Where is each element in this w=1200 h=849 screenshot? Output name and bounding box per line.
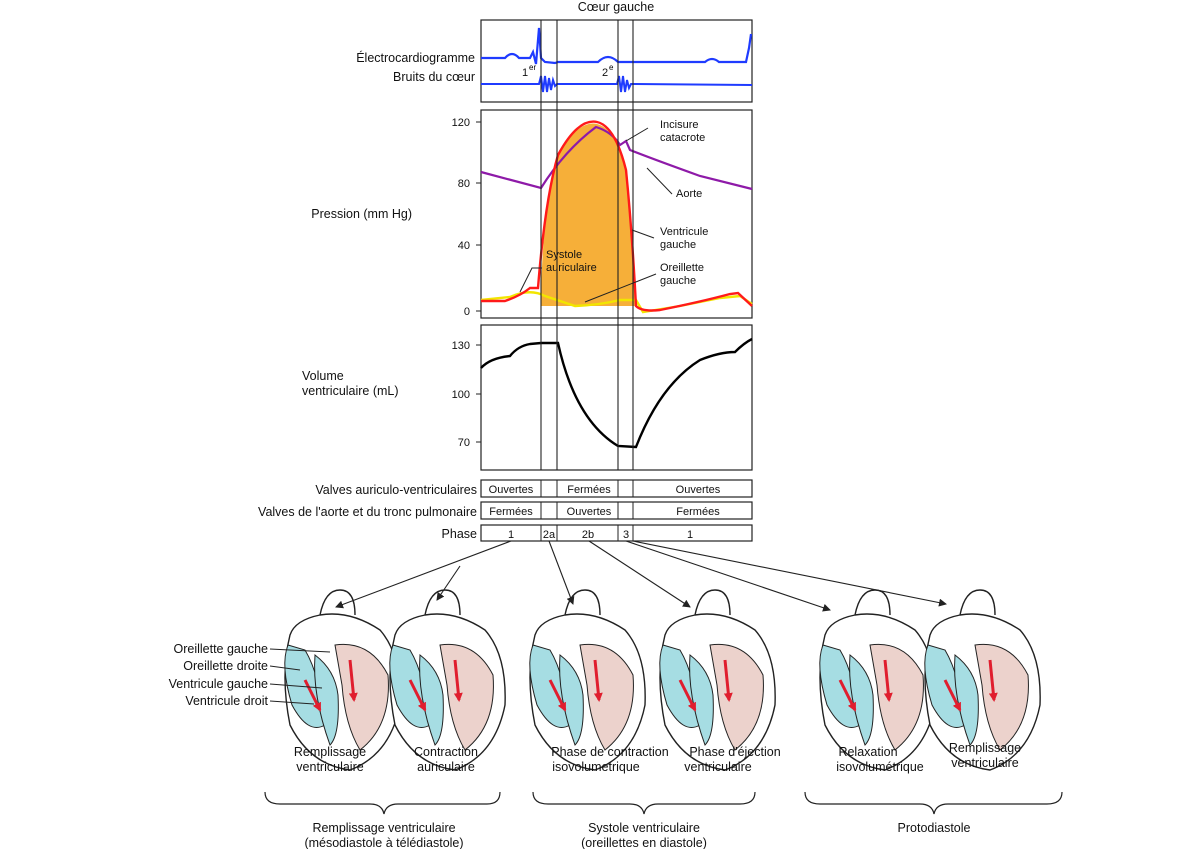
caption-5-line2: isovolumétrique [836,760,924,774]
av-valves-label: Valves auriculo-ventriculaires [315,483,477,497]
caption-5-line1: Relaxation [838,745,897,759]
phase-to-heart-arrows [335,540,947,612]
caption-4-line2: ventriculaire [684,760,751,774]
svg-text:100: 100 [452,389,470,401]
heart-4 [660,590,775,770]
label-ventricule-droit: Ventricule droit [185,694,268,708]
svg-text:130: 130 [452,340,470,352]
pressure-panel: Pression (mm Hg) 120 80 40 0 Incisure ca… [311,109,753,319]
volume-tick-100: 100 [452,389,481,401]
heart-5 [820,590,935,770]
svg-text:120: 120 [452,117,470,129]
ventricle-pointer [631,229,655,239]
pressure-tick-80: 80 [458,178,481,190]
heart-sound-trace [481,75,753,93]
phase-2b: 2b [582,529,594,541]
phase-3: 3 [623,529,629,541]
pressure-frame [480,109,753,319]
heart-1 [284,589,401,771]
pressure-tick-0: 0 [464,306,481,318]
atrium-pointer [584,273,657,303]
chamber-labels: Oreillette gauche Oreillette droite Vent… [169,642,331,708]
av-state-3: Ouvertes [676,484,721,496]
sound2-number: 2 [602,67,608,79]
ventricle-pressure-curve [481,120,753,312]
volume-curve [480,337,753,449]
annot-og-2: gauche [660,275,696,287]
volume-label-1: Volume [302,369,344,383]
svg-text:40: 40 [458,240,470,252]
av-state-1: Ouvertes [489,484,534,496]
annot-og-1: Oreillette [660,262,704,274]
volume-tick-130: 130 [452,340,481,352]
sl-state-1: Fermées [489,506,533,518]
annot-incisure-2: catacrote [660,132,705,144]
annot-aorte: Aorte [676,188,702,200]
caption-1-line2: ventriculaire [296,760,363,774]
group-3: Protodiastole [898,821,971,835]
aorta-pointer [646,167,673,195]
sound2-sup: e [609,63,614,72]
phase-label: Phase [442,527,477,541]
incisure-pointer [625,127,649,142]
caption-4-line1: Phase d'éjection [689,745,780,759]
caption-2-line1: Contraction [414,745,478,759]
heart-sounds-label: Bruits du cœur [393,70,475,84]
caption-1-line1: Remplissage [294,745,366,759]
chart-title: Cœur gauche [578,0,654,14]
pressure-label: Pression (mm Hg) [311,207,412,221]
label-oreillette-droite: Oreillette droite [183,659,268,673]
volume-frame [480,324,753,471]
annot-vg-2: gauche [660,239,696,251]
group-braces [264,791,1063,815]
heart-captions: Remplissage ventriculaire Contraction au… [294,741,1021,774]
annot-sa-1: Systole [546,249,582,261]
sound1-sup: er [529,63,536,72]
ecg-frame [480,19,753,103]
group-2-line1: Systole ventriculaire [588,821,700,835]
ecg-label: Électrocardiogramme [356,50,475,65]
caption-6-line2: ventriculaire [951,756,1018,770]
pressure-tick-120: 120 [452,117,481,129]
caption-3-line2: isovolumetrique [552,760,640,774]
phase-1-end: 1 [687,529,693,541]
sl-valves-label: Valves de l'aorte et du tronc pulmonaire [258,505,477,519]
annot-sa-2: auriculaire [546,262,597,274]
sound1-number: 1 [522,67,528,79]
ecg-panel: Électrocardiogramme Bruits du cœur 1 er … [356,19,753,103]
atrial-systole-pointer [519,267,542,293]
group-1-line1: Remplissage ventriculaire [312,821,455,835]
ecg-trace [481,27,753,65]
group-1-line2: (mésodiastole à télédiastole) [304,836,463,849]
volume-tick-70: 70 [458,437,481,449]
svg-text:0: 0 [464,306,470,318]
sl-state-3: Fermées [676,506,720,518]
valves-table: Valves auriculo-ventriculaires Ouvertes … [258,479,753,542]
caption-3-line1: Phase de contraction [551,745,668,759]
label-ventricule-gauche: Ventricule gauche [169,677,268,691]
heart-2 [390,590,505,770]
pressure-tick-40: 40 [458,240,481,252]
ventricle-pressure-fill [541,123,636,306]
sl-state-2: Ouvertes [567,506,612,518]
annot-vg-1: Ventricule [660,226,708,238]
heart-3 [530,590,645,770]
volume-label-2: ventriculaire (mL) [302,384,399,398]
group-2-line2: (oreillettes en diastole) [581,836,707,849]
phase-1: 1 [508,529,514,541]
caption-2-line2: auriculaire [417,760,475,774]
phase-2a: 2a [543,529,556,541]
caption-6-line1: Remplissage [949,741,1021,755]
annot-incisure-1: Incisure [660,119,699,131]
group-labels: Remplissage ventriculaire (mésodiastole … [304,821,970,849]
label-oreillette-gauche: Oreillette gauche [173,642,268,656]
volume-panel: Volume ventriculaire (mL) 130 100 70 [302,324,753,471]
svg-text:80: 80 [458,178,470,190]
phase-lines [540,20,634,470]
svg-text:70: 70 [458,437,470,449]
av-state-2: Fermées [567,484,611,496]
